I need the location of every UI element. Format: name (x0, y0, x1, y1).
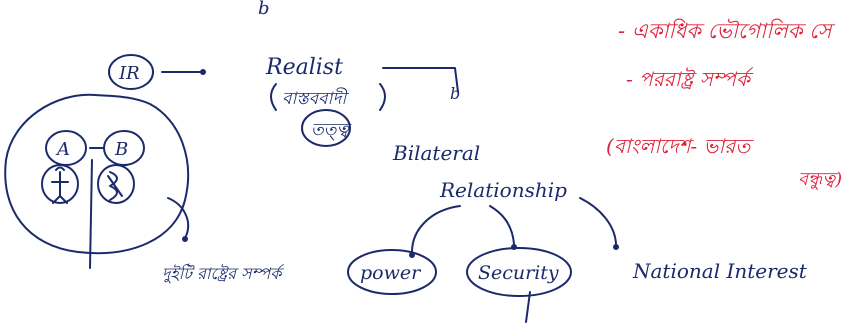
ir-circle (108, 54, 154, 90)
ir-arrow-head (200, 69, 206, 75)
power-label: power (360, 262, 422, 284)
state-relation-caption: দুইটি রাষ্ট্রের সম্পর্ক (162, 263, 285, 283)
person-glyph-left (51, 166, 69, 204)
person-circle-left (41, 164, 79, 204)
security-label: Security (478, 262, 559, 284)
security-ellipse (466, 247, 572, 297)
ir-label: IR (118, 63, 140, 84)
person-glyph-right (107, 171, 123, 201)
state-b-circle (103, 130, 145, 166)
top-marker: b (258, 0, 270, 19)
theory-circle (301, 109, 351, 147)
state-b-label: B (114, 139, 128, 160)
state-a-label: A (55, 139, 70, 160)
caption-arrow-head (182, 236, 188, 242)
realist-paren-left (270, 83, 277, 111)
theory-label: তত্ত্ব (311, 120, 353, 141)
note-line-1: - একাধিক ভৌগোলিক সে (618, 18, 836, 43)
note-line-3: (বাংলাদেশ- ভারত (606, 134, 754, 158)
ir-cluster: IR A B দুইটি রাষ্ট্রের সম্পর্ক (4, 54, 285, 283)
bilateral-marker: b (450, 84, 460, 103)
blob-divider-line (89, 159, 93, 269)
security-tail-stroke (525, 291, 531, 323)
person-circle-right (97, 164, 135, 204)
notes-block: - একাধিক ভৌগোলিক সে - পররাষ্ট্র সম্পর্ক … (606, 18, 842, 190)
realist-bengali-label: বাস্তববাদী (282, 87, 349, 109)
state-blob-outline (4, 93, 190, 255)
note-line-4: বন্ধুত্ব) (798, 169, 842, 190)
note-line-2: - পররাষ্ট্র সম্পর্ক (626, 67, 754, 91)
arrow-to-power (411, 205, 461, 253)
bilateral-label: Bilateral (392, 141, 480, 165)
national-interest-label: National Interest (632, 259, 808, 283)
realist-paren-right (379, 83, 386, 111)
relationship-label: Relationship (439, 178, 567, 202)
arrow-to-national-interest (579, 197, 617, 245)
realist-node: b Realist বাস্তববাদী তত্ত্ব b (258, 0, 460, 147)
power-ellipse (347, 249, 437, 295)
arrow-to-security (489, 205, 515, 245)
bilateral-node: Bilateral Relationship power Security Na… (347, 141, 808, 323)
realist-to-bilateral-line (382, 67, 459, 93)
blob-to-caption-arrow (167, 197, 190, 237)
realist-label: Realist (265, 55, 343, 80)
national-interest-arrow-head (613, 244, 619, 250)
